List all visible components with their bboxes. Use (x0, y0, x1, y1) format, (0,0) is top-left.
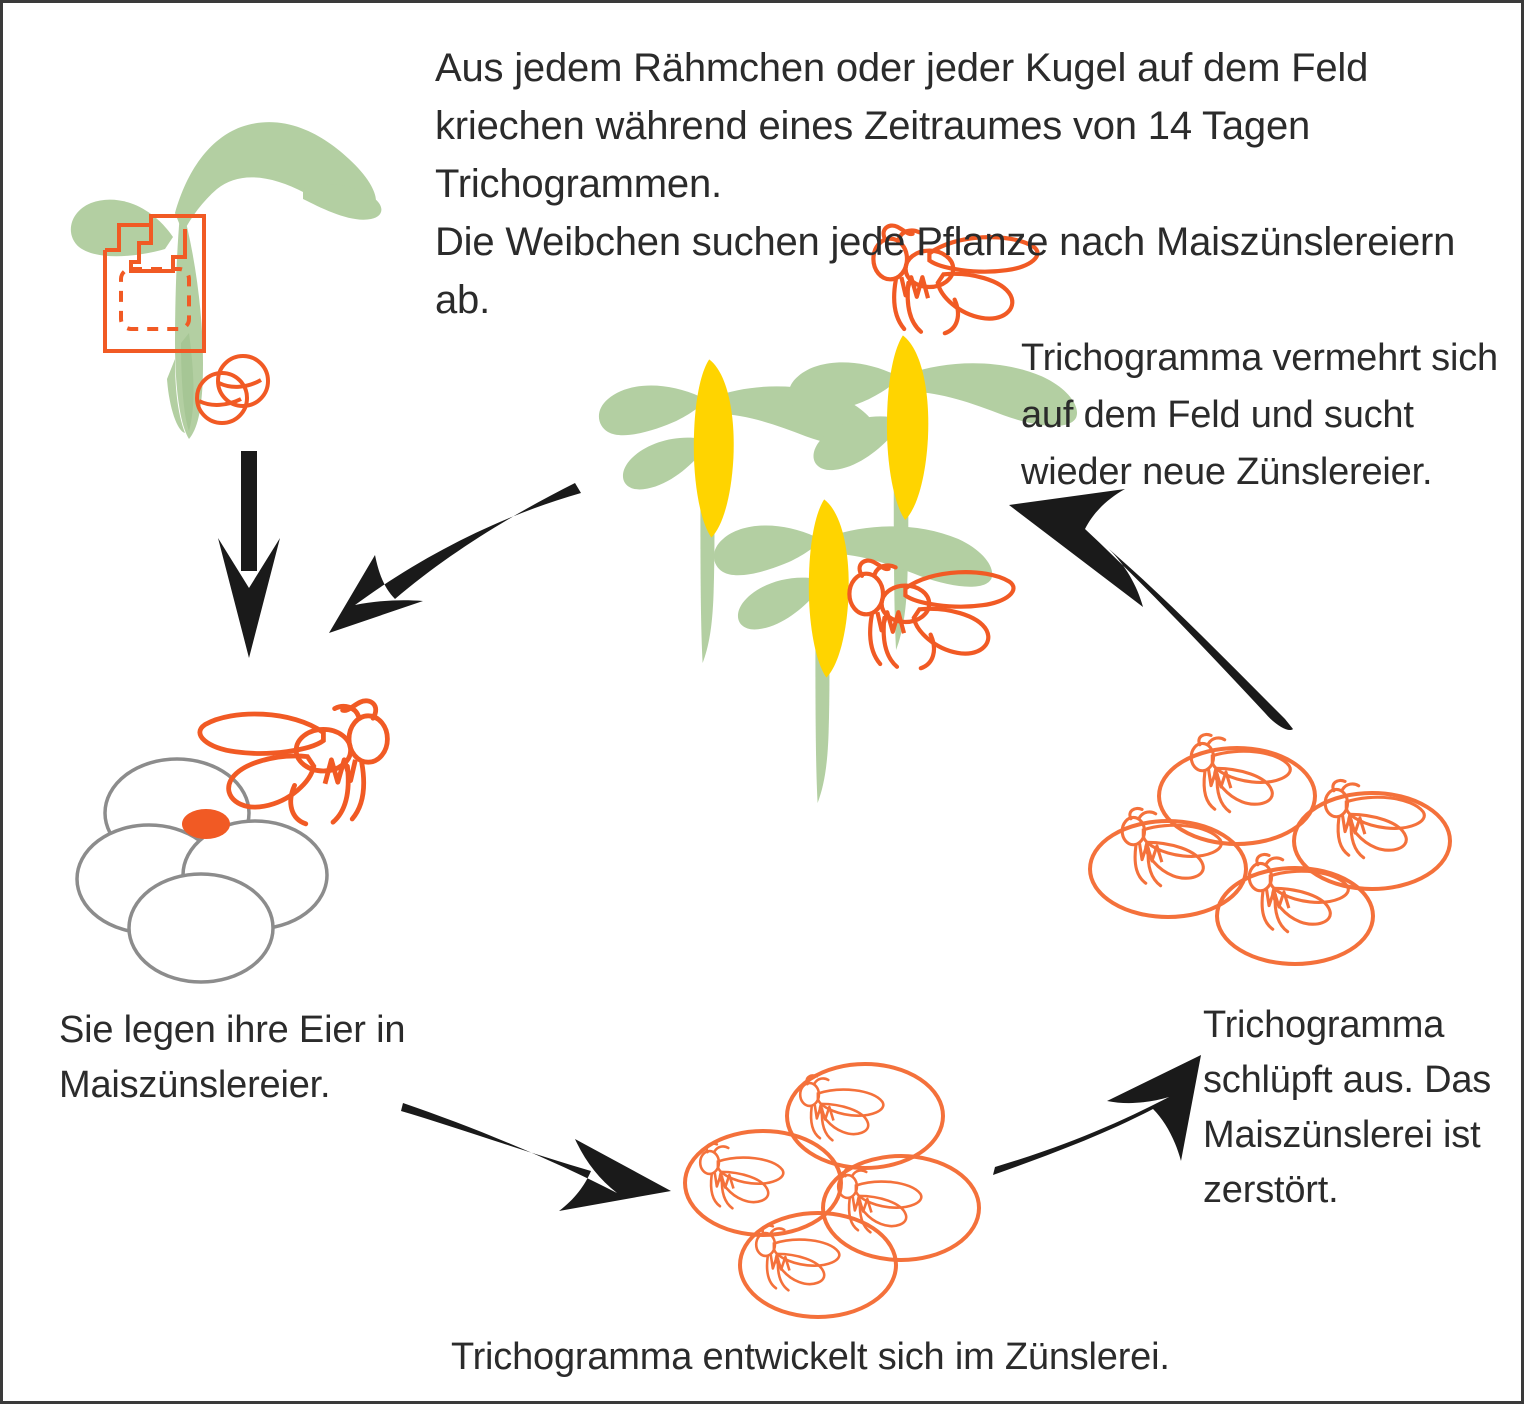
trichogramma-balls (195, 354, 270, 425)
arrow-right-up (1009, 489, 1293, 731)
card-inner-dashed (119, 267, 191, 331)
borer-eggs (75, 757, 329, 984)
seedling-leaf-left (70, 199, 173, 257)
arrow-bottom-left (401, 1103, 671, 1211)
oviposition-text: Sie legen ihre Eier in Maiszünslereier. (59, 1009, 406, 1107)
maize-seedling-group (70, 122, 382, 439)
hatching-wasps-group (1088, 732, 1452, 966)
development-caption: Trichogramma entwickelt sich im Zünslere… (451, 1336, 1170, 1378)
cycle-illustration (70, 122, 1452, 1319)
emergence-text: Trichogramma schlüpft aus. Das Maiszünsl… (1203, 1004, 1492, 1212)
multiplication-text: Trichogramma vermehrt sich auf dem Feld … (1021, 337, 1498, 493)
arrow-curve-to-left (329, 483, 581, 633)
trichogramma-card (103, 214, 206, 353)
arrow-down-left (218, 451, 280, 658)
maize-field-group (598, 335, 1078, 803)
oviposition-mark (182, 809, 230, 839)
parasitised-eggs-group (683, 1062, 981, 1319)
intro-text: Aus jedem Rähmchen oder jeder Kugel auf … (435, 46, 1456, 322)
oviposition-group (75, 701, 387, 984)
seedling-leaf-upper (175, 122, 376, 233)
arrow-bottom-right (993, 1055, 1201, 1175)
